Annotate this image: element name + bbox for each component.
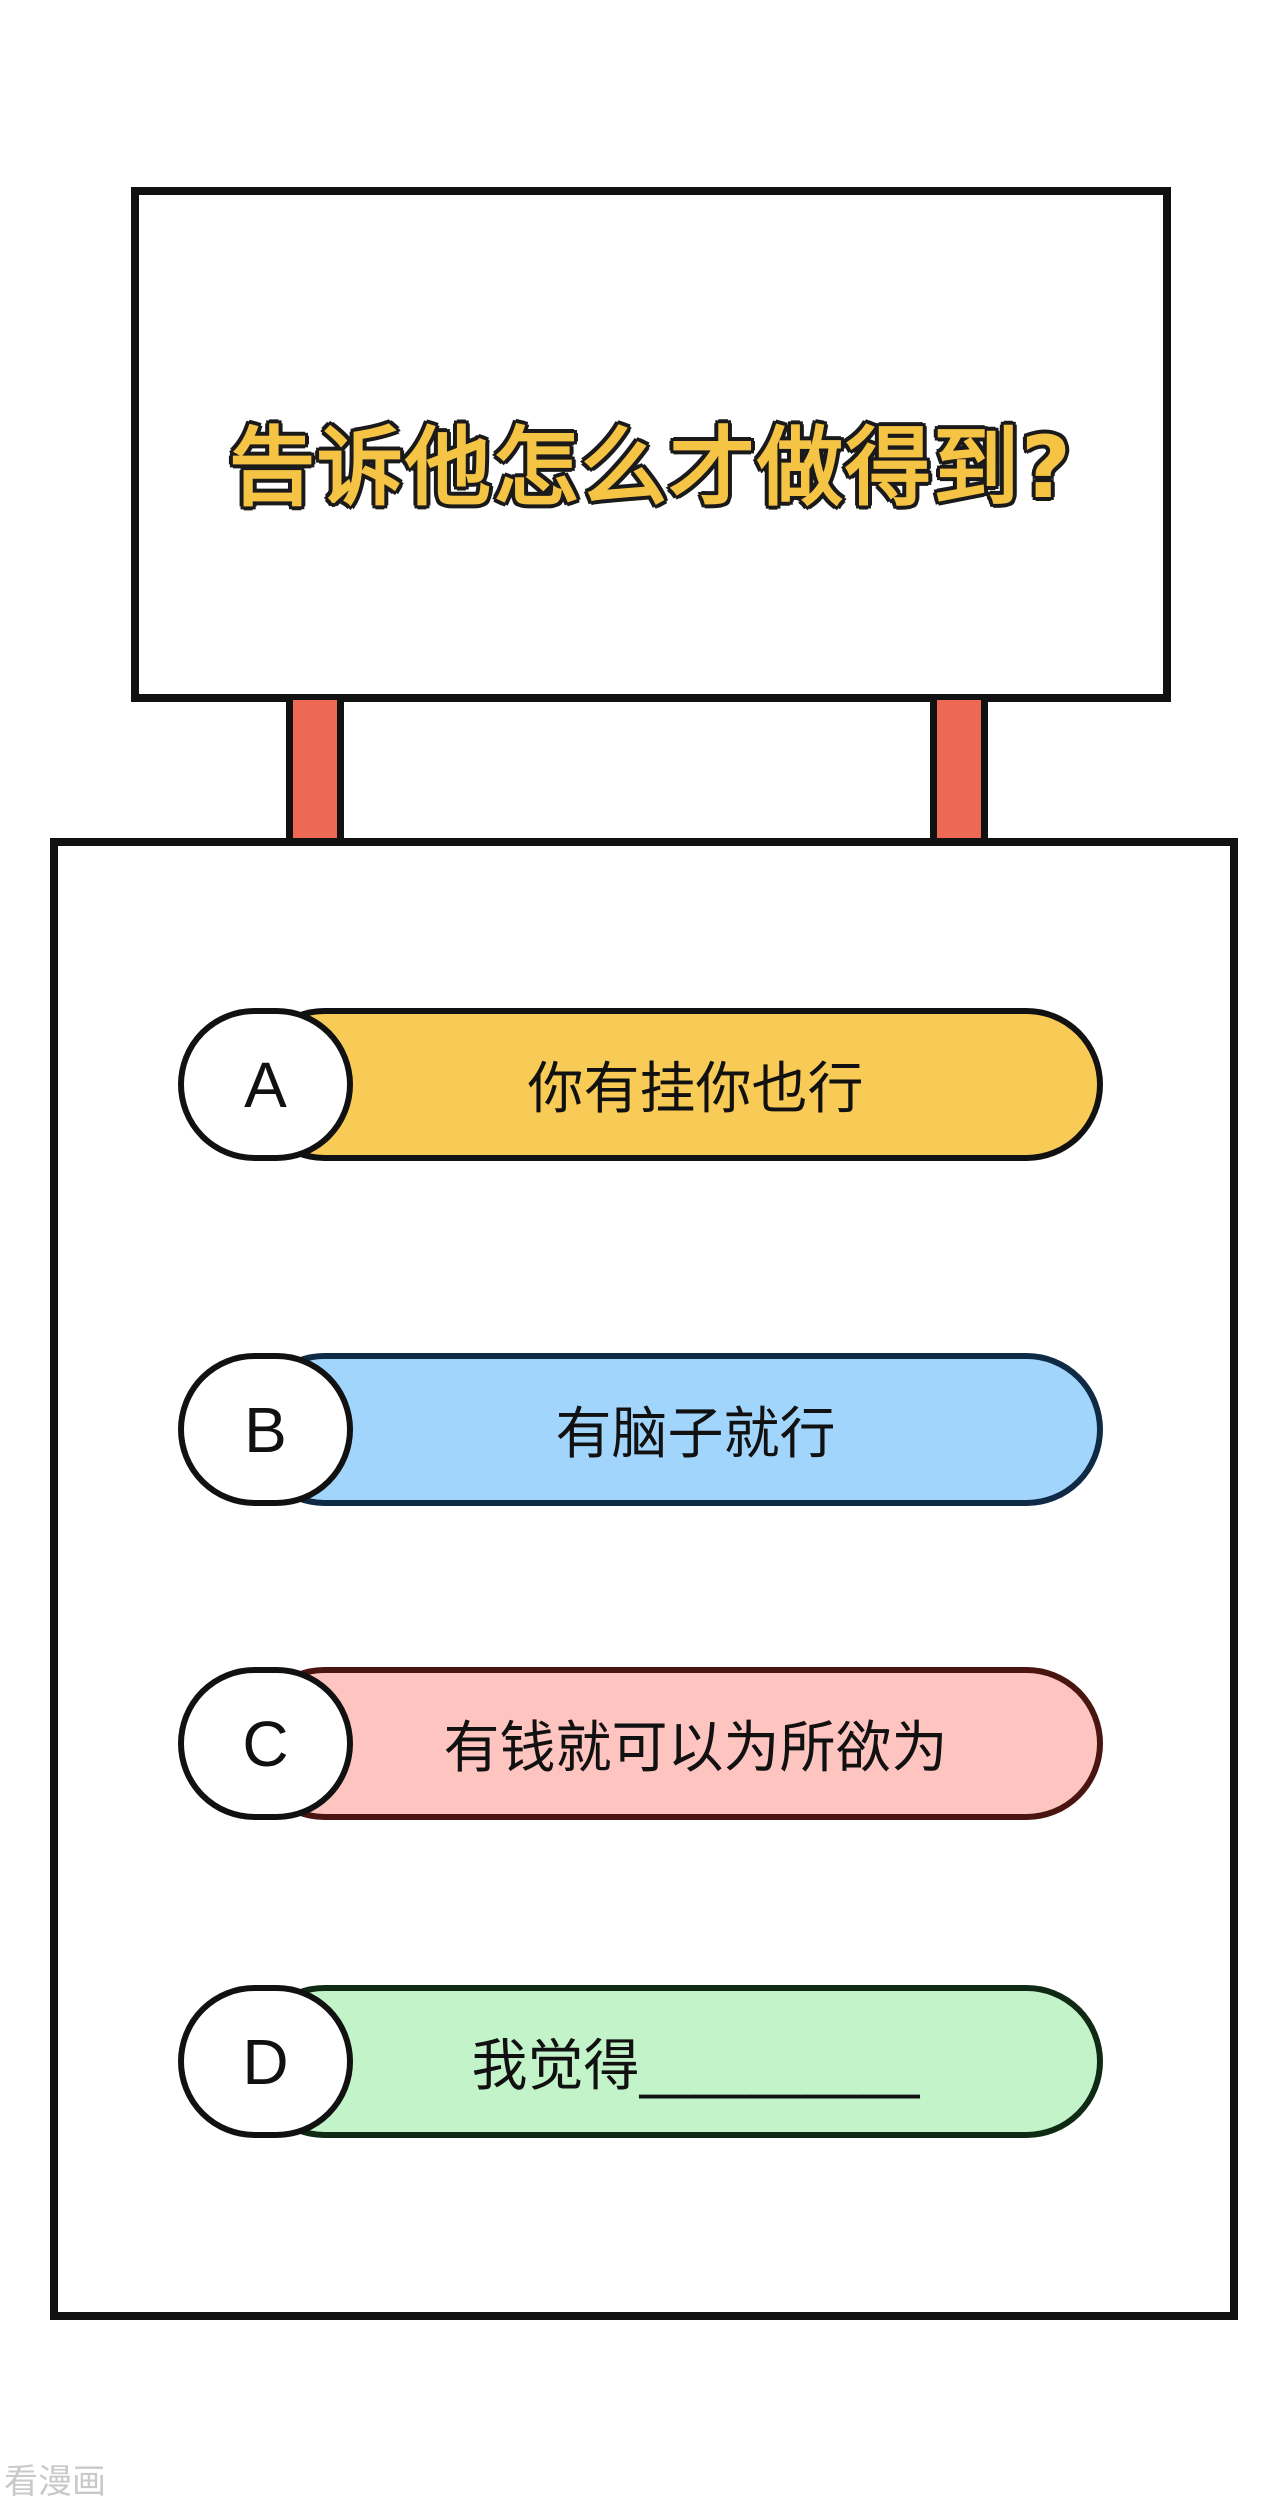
option-c-button[interactable]: C 有钱就可以为所欲为 [178,1667,1103,1820]
option-b-pill[interactable]: 有脑子就行 [248,1353,1103,1506]
option-d-pill[interactable]: 我觉得__________ [248,1985,1103,2138]
question-sign-board: 告诉他怎么才做得到? [131,187,1171,702]
option-b-text: 有脑子就行 [555,1402,836,1467]
option-d-letter: D [242,2025,289,2098]
sign-post-right [930,700,988,844]
option-c-text: 有钱就可以为所欲为 [443,1716,948,1781]
sign-post-left [286,700,344,844]
watermark: 看漫画 [4,2462,106,2502]
option-b-badge: B [178,1353,353,1506]
option-b-button[interactable]: B 有脑子就行 [178,1353,1103,1506]
option-c-pill[interactable]: 有钱就可以为所欲为 [248,1667,1103,1820]
option-a-letter: A [244,1048,287,1121]
option-b-letter: B [244,1393,287,1466]
option-d-text: 我觉得__________ [471,2034,920,2099]
option-d-badge: D [178,1985,353,2138]
question-title: 告诉他怎么才做得到? [227,416,1073,520]
option-c-letter: C [242,1707,289,1780]
option-a-button[interactable]: A 你有挂你也行 [178,1008,1103,1161]
option-a-pill[interactable]: 你有挂你也行 [248,1008,1103,1161]
option-a-text: 你有挂你也行 [527,1057,864,1122]
option-c-badge: C [178,1667,353,1820]
option-d-button[interactable]: D 我觉得__________ [178,1985,1103,2138]
option-a-badge: A [178,1008,353,1161]
